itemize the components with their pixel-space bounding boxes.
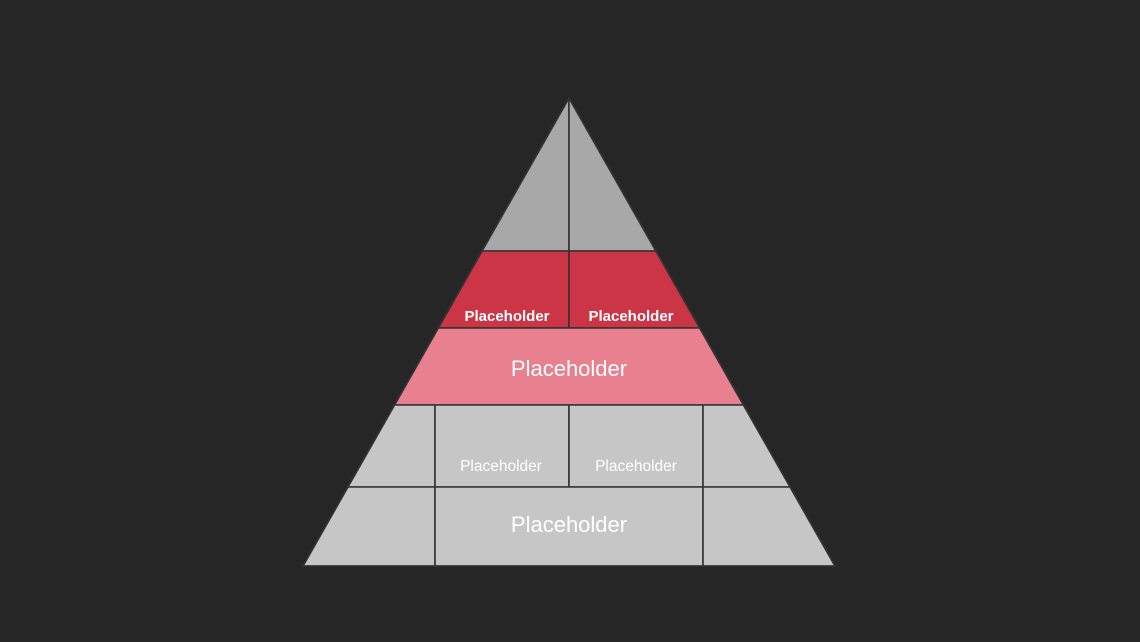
red-cell-left-label: Placeholder (464, 308, 549, 325)
pyramid-outline (302, 97, 836, 567)
gray-split-cell-3-label: Placeholder (595, 458, 677, 475)
pyramid-level-gray-split: Placeholder Placeholder (347, 404, 791, 488)
pyramid-level-red: Placeholder Placeholder (437, 250, 701, 329)
pink-cell-label: Placeholder (511, 356, 627, 381)
base-cell-center-label: Placeholder (511, 512, 627, 537)
pyramid-level-pink: Placeholder (393, 327, 745, 406)
gray-split-cell-2-label: Placeholder (460, 458, 542, 475)
red-cell-right-label: Placeholder (588, 308, 673, 325)
pyramid-level-base: Placeholder (302, 486, 836, 567)
